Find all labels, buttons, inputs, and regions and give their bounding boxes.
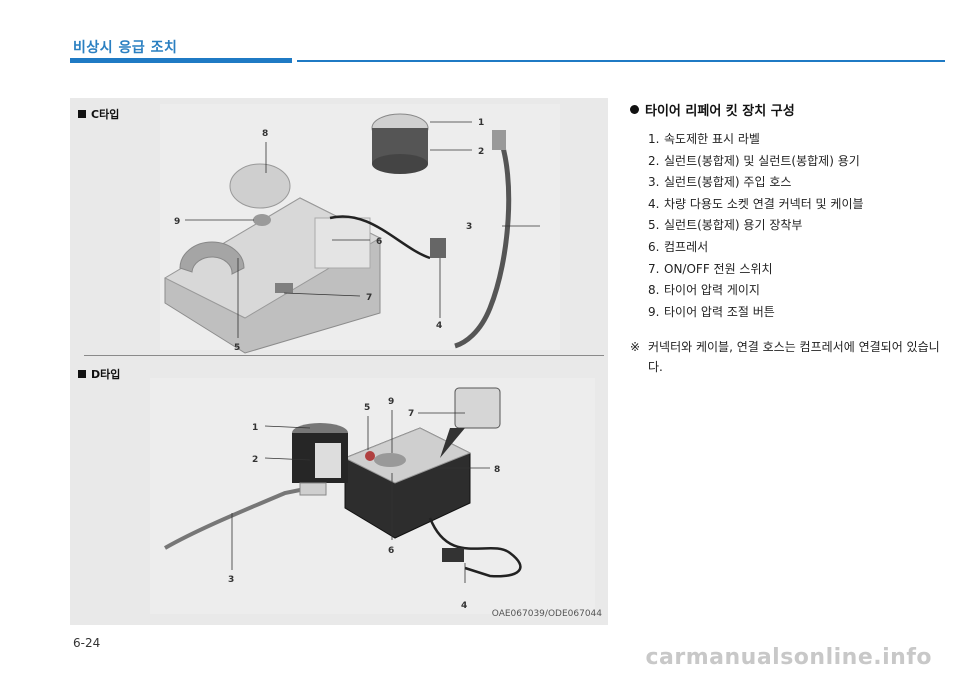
d-inset-pointer bbox=[440, 428, 465, 458]
d-callout-9: 9 bbox=[388, 397, 394, 407]
list-item: 3. 실런트(봉합제) 주입 호스 bbox=[648, 172, 950, 194]
d-canister-mount bbox=[365, 451, 375, 461]
d-callout-6: 6 bbox=[388, 546, 394, 556]
list-item-text: 타이어 압력 조절 버튼 bbox=[664, 304, 775, 319]
c-callout-6: 6 bbox=[376, 237, 382, 247]
tire-repair-kit-illustration: 1 2 3 4 5 6 7 8 9 bbox=[150, 104, 595, 614]
d-canister-label bbox=[315, 443, 341, 478]
d-pressure-gauge bbox=[374, 453, 406, 467]
c-callout-1: 1 bbox=[478, 118, 484, 128]
c-canister-bottom bbox=[372, 154, 428, 174]
list-item-number: 5. bbox=[648, 218, 660, 233]
list-item: 4. 차량 다용도 소켓 연결 커넥터 및 케이블 bbox=[648, 194, 950, 216]
list-item-text: 타이어 압력 게이지 bbox=[664, 283, 760, 298]
list-item-number: 2. bbox=[648, 153, 660, 168]
panel-divider bbox=[84, 355, 604, 356]
list-item-text: 컴프레서 bbox=[664, 239, 709, 254]
panel-c-label-text: C타입 bbox=[91, 108, 120, 121]
d-callout-2: 2 bbox=[252, 455, 258, 465]
header-rule-thin bbox=[297, 60, 945, 62]
note-text: 커넥터와 케이블, 연결 호스는 컴프레서에 연결되어 있습니다. bbox=[648, 340, 940, 375]
content-heading-text: 타이어 리페어 킷 장치 구성 bbox=[645, 104, 795, 119]
c-pressure-gauge bbox=[229, 163, 291, 209]
c-callout-7: 7 bbox=[366, 293, 372, 303]
section-title: 비상시 응급 조치 bbox=[73, 40, 178, 56]
d-callout-4: 4 bbox=[461, 601, 467, 611]
d-hose-connector bbox=[299, 482, 327, 496]
list-item: 1. 속도제한 표시 라벨 bbox=[648, 129, 950, 151]
c-hose-connector bbox=[492, 130, 506, 150]
panel-c-label: C타입 bbox=[78, 106, 119, 122]
d-inset-detail bbox=[454, 387, 501, 429]
list-item-number: 3. bbox=[648, 175, 660, 190]
d-callout-1: 1 bbox=[252, 423, 258, 433]
square-bullet-icon bbox=[78, 370, 86, 378]
list-item-number: 7. bbox=[648, 261, 660, 276]
component-list: 1. 속도제한 표시 라벨 2. 실런트(봉합제) 및 실런트(봉합제) 용기 3.… bbox=[630, 129, 950, 323]
content-column: 타이어 리페어 킷 장치 구성 1. 속도제한 표시 라벨 2. 실런트(봉합제) … bbox=[630, 100, 950, 377]
c-callout-3: 3 bbox=[466, 222, 472, 232]
c-pressure-button bbox=[253, 214, 271, 226]
c-callout-2: 2 bbox=[478, 147, 484, 157]
c-callout-lines bbox=[185, 121, 540, 338]
list-item: 9. 타이어 압력 조절 버튼 bbox=[648, 302, 950, 324]
figure-box: C타입 1 2 bbox=[70, 98, 608, 625]
list-item-text: 차량 다용도 소켓 연결 커넥터 및 케이블 bbox=[664, 196, 864, 211]
d-callout-7: 7 bbox=[408, 409, 414, 419]
list-item-number: 1. bbox=[648, 132, 660, 146]
c-power-switch bbox=[275, 283, 293, 293]
c-cable bbox=[329, 215, 431, 260]
panel-d-label-text: D타입 bbox=[91, 368, 121, 381]
c-callout-8: 8 bbox=[262, 129, 268, 139]
list-item-number: 8. bbox=[648, 283, 660, 298]
circle-bullet-icon bbox=[630, 105, 639, 114]
list-item: 6. 컴프레서 bbox=[648, 237, 950, 259]
list-item-number: 6. bbox=[648, 239, 660, 254]
d-callout-8: 8 bbox=[494, 465, 500, 475]
header-rule-thick bbox=[70, 58, 292, 63]
d-plug bbox=[442, 548, 464, 562]
watermark: carmanualsonline.info bbox=[645, 645, 932, 670]
list-item-text: 실런트(봉합제) 용기 장착부 bbox=[664, 218, 803, 233]
list-item-number: 9. bbox=[648, 304, 660, 319]
figure-code: OAE067039/ODE067044 bbox=[491, 609, 602, 619]
c-canister-mount bbox=[179, 241, 245, 275]
list-item: 8. 타이어 압력 게이지 bbox=[648, 280, 950, 302]
d-callout-lines bbox=[231, 410, 490, 583]
note: ※ 커넥터와 케이블, 연결 호스는 컴프레서에 연결되어 있습니다. bbox=[630, 337, 950, 377]
c-plug bbox=[430, 238, 446, 258]
list-item-text: 실런트(봉합제) 주입 호스 bbox=[664, 175, 792, 190]
c-label-panel bbox=[314, 217, 371, 269]
c-callout-5: 5 bbox=[234, 343, 240, 353]
panel-d-label: D타입 bbox=[78, 366, 120, 382]
d-compressor-top bbox=[343, 427, 472, 484]
list-item-text: 실런트(봉합제) 및 실런트(봉합제) 용기 bbox=[664, 153, 860, 168]
list-item-text: ON/OFF 전원 스위치 bbox=[664, 261, 773, 276]
d-callout-3: 3 bbox=[228, 575, 234, 585]
page-number: 6-24 bbox=[73, 636, 101, 650]
list-item: 2. 실런트(봉합제) 및 실런트(봉합제) 용기 bbox=[648, 151, 950, 173]
square-bullet-icon bbox=[78, 110, 86, 118]
list-item: 5. 실런트(봉합제) 용기 장착부 bbox=[648, 215, 950, 237]
d-callout-5: 5 bbox=[364, 403, 370, 413]
c-callout-4: 4 bbox=[436, 321, 442, 331]
content-heading: 타이어 리페어 킷 장치 구성 bbox=[630, 100, 950, 119]
list-item: 7. ON/OFF 전원 스위치 bbox=[648, 259, 950, 281]
c-callout-9: 9 bbox=[174, 217, 180, 227]
list-item-text: 속도제한 표시 라벨 bbox=[664, 132, 760, 146]
d-hose bbox=[164, 488, 301, 550]
list-item-number: 4. bbox=[648, 196, 660, 211]
d-cable bbox=[428, 517, 522, 578]
c-hose bbox=[454, 137, 512, 349]
note-mark: ※ bbox=[630, 340, 641, 355]
